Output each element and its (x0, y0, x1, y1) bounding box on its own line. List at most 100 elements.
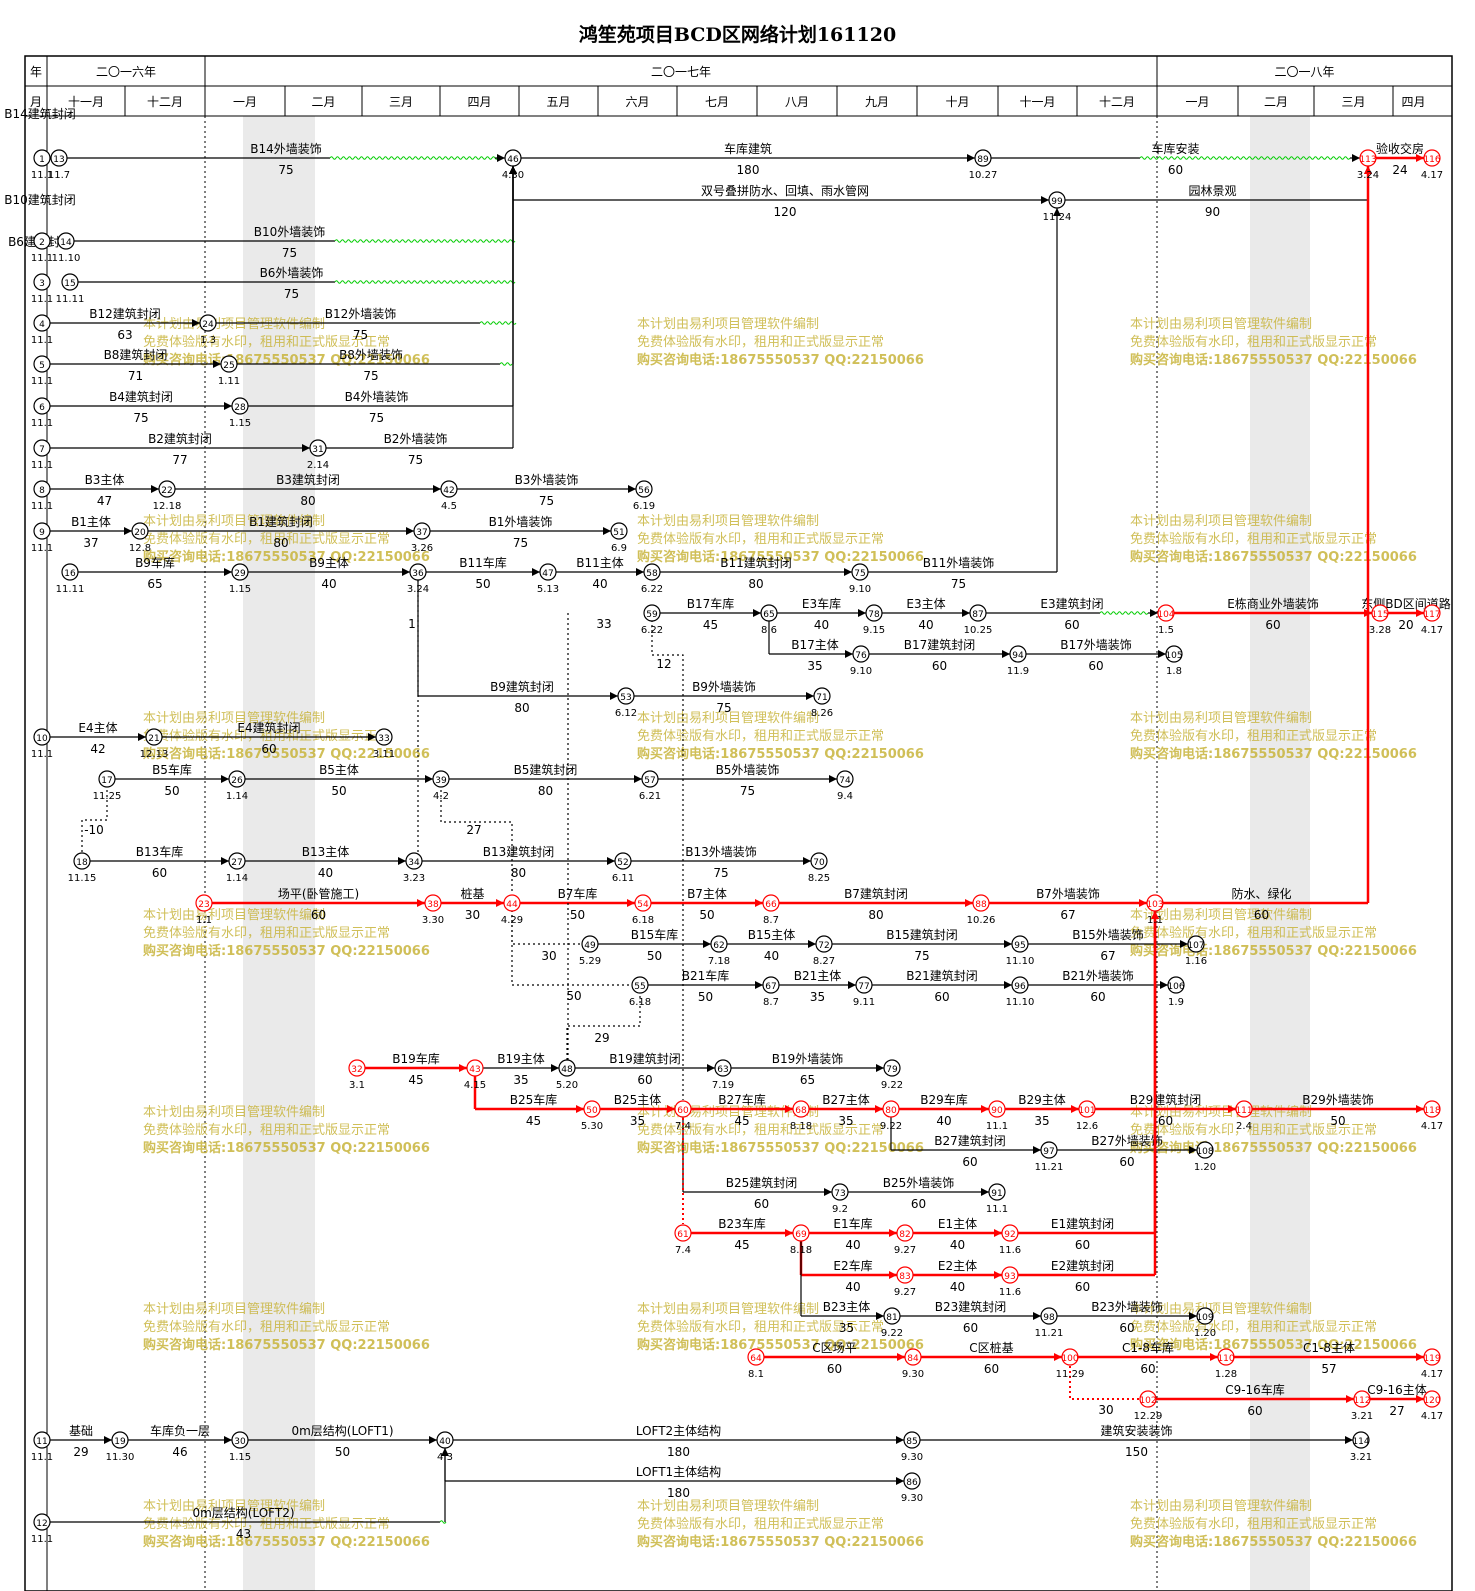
activity-name: B3建筑封闭 (276, 472, 340, 487)
event-node-id: 12 (36, 1519, 47, 1529)
watermark-text: 免费体验版有水印，租用和正式版显示正常 (1130, 1122, 1377, 1138)
arrow-head (1071, 1105, 1079, 1113)
event-node (710, 935, 728, 953)
watermark-text: 本计划由易利项目管理软件编制 (637, 1105, 819, 1120)
event-node (33, 273, 51, 291)
event-node-date: 6.22 (641, 625, 663, 636)
event-node (33, 1513, 51, 1531)
activity-duration: 20 (1398, 618, 1413, 632)
event-node (969, 604, 987, 622)
activity-name: B19外墙装饰 (772, 1052, 844, 1066)
watermark-text: 免费体验版有水印，租用和正式版显示正常 (143, 1319, 390, 1335)
event-node-date: 1.15 (229, 584, 251, 595)
event-node-id: 18 (76, 858, 88, 868)
activity-name: B25建筑封闭 (726, 1175, 798, 1190)
activity-name: B21建筑封闭 (906, 968, 978, 983)
event-node-id: 61 (677, 1230, 688, 1240)
activity-name: B13建筑封闭 (483, 844, 555, 859)
event-node (57, 232, 75, 250)
dummy-lag-label: 30 (1098, 1403, 1113, 1417)
arrow-head (1210, 1353, 1218, 1361)
watermark-text: 本计划由易利项目管理软件编制 (143, 1105, 325, 1120)
month-label: 一月 (1185, 95, 1209, 109)
event-node-date: 4.17 (1421, 1411, 1443, 1422)
free-float-wave (439, 1520, 447, 1524)
activity-duration: 65 (147, 577, 162, 591)
activity-duration: 80 (511, 866, 526, 880)
activity-name: B5建筑封闭 (514, 762, 578, 777)
activity-duration: 50 (698, 990, 713, 1004)
watermark-text: 本计划由易利项目管理软件编制 (1130, 1302, 1312, 1317)
event-node-date: 9.27 (894, 1287, 916, 1298)
activity-duration: 75 (539, 494, 554, 508)
dummy-lag-label: 12 (656, 657, 671, 671)
event-node-date: 11.1 (31, 501, 53, 512)
activity-name: B9外墙装饰 (692, 680, 756, 694)
activity-duration: 60 (1064, 618, 1079, 632)
activity-name: B10外墙装饰 (254, 225, 326, 239)
arrow-head (406, 527, 414, 535)
event-node-id: 57 (644, 776, 655, 786)
event-node (641, 770, 659, 788)
arrow-head (1352, 154, 1360, 162)
year-label: 二〇一八年 (1274, 65, 1334, 79)
event-node (762, 894, 780, 912)
event-node (581, 935, 599, 953)
event-node-date: 1.5 (1158, 625, 1174, 636)
event-node (73, 852, 91, 870)
activity-duration: 35 (839, 1321, 854, 1335)
event-node (33, 522, 51, 540)
activity-duration: 57 (1321, 1362, 1336, 1376)
arrow-head (509, 166, 517, 174)
arrow-head (967, 154, 975, 162)
activity-duration: 71 (128, 369, 143, 383)
activity-name: B19主体 (497, 1052, 545, 1066)
event-node (643, 563, 661, 581)
event-node-date: 3.21 (1351, 1411, 1373, 1422)
event-node-date: 8.6 (761, 625, 777, 636)
activity-name: B8外墙装饰 (339, 348, 403, 362)
event-node-id: 56 (638, 486, 650, 496)
activity-name: B11车库 (459, 555, 507, 570)
activity-duration: 67 (1100, 949, 1115, 963)
arrow-head (627, 899, 635, 907)
event-node-date: 8.7 (763, 997, 779, 1008)
activity-duration: 35 (807, 659, 822, 673)
activity-name: 双号叠拼防水、回填、雨水管网 (701, 183, 869, 198)
event-node (111, 1431, 129, 1449)
event-node (158, 480, 176, 498)
activity-name: B11建筑封闭 (720, 555, 792, 570)
event-node-id: 103 (1146, 900, 1163, 910)
arrow-head (636, 568, 644, 576)
activity-duration: 37 (83, 536, 98, 550)
event-node-date: 11.1 (31, 749, 53, 760)
event-node-id: 26 (231, 776, 243, 786)
activity-duration: 40 (318, 866, 333, 880)
arrow-head (441, 1448, 449, 1456)
activity-name: E栋商业外墙装饰 (1227, 596, 1319, 611)
watermark-text: 本计划由易利项目管理软件编制 (143, 908, 325, 923)
event-node-id: 119 (1423, 1354, 1440, 1364)
event-node-date: 4.3 (437, 1452, 453, 1463)
arrow-head (1189, 1312, 1197, 1320)
activity-name: B21外墙装饰 (1062, 969, 1134, 983)
dummy-link (566, 994, 641, 1060)
event-node-date: 3.23 (403, 873, 425, 884)
event-node (631, 976, 649, 994)
month-label: 五月 (546, 95, 570, 109)
arrow-head (1345, 1436, 1353, 1444)
activity-duration: 60 (1088, 659, 1103, 673)
event-node-date: 11.1 (31, 460, 53, 471)
activity-duration: 67 (1060, 908, 1075, 922)
arrow-head (889, 1271, 897, 1279)
activity-name: E4主体 (78, 721, 117, 735)
arrow-head (994, 1271, 1002, 1279)
arrow-head (844, 568, 852, 576)
watermark-text: 免费体验版有水印，租用和正式版显示正常 (1130, 728, 1377, 744)
year-label: 二〇一六年 (96, 65, 156, 79)
month-label: 九月 (865, 95, 889, 109)
arrow-head (829, 775, 837, 783)
arrow-head (1033, 1312, 1041, 1320)
watermark-text: 本计划由易利项目管理软件编制 (143, 317, 325, 332)
event-node (903, 1431, 921, 1449)
